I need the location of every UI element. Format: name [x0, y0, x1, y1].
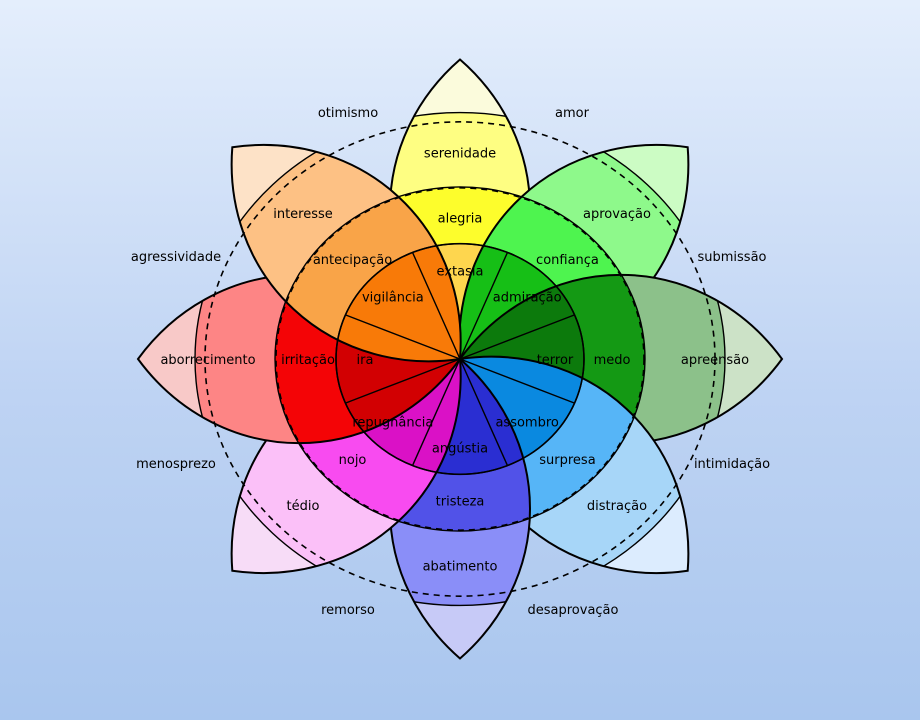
petal-fear-band-2: [460, 274, 646, 444]
dyad-label-2: intimidação: [694, 457, 770, 472]
core-circle: [335, 242, 585, 476]
dyad-label-7: otimismo: [318, 106, 378, 121]
petal-joy-band-2: [390, 186, 530, 359]
petal-joy-band-1: [390, 111, 530, 359]
petal-fear-band-1: [460, 274, 726, 444]
petal-sadness-band-1: [390, 359, 530, 607]
emotion-label-surprise-2: surpresa: [539, 453, 595, 468]
emotion-label-joy-3: extasia: [437, 265, 484, 280]
emotion-label-anticipation-3: vigilância: [362, 291, 424, 306]
emotion-label-fear-3: terror: [537, 353, 574, 368]
emotion-label-sadness-2: tristeza: [436, 494, 485, 509]
emotion-label-disgust-1: tédio: [287, 499, 320, 514]
emotion-label-anticipation-2: antecipação: [313, 253, 392, 268]
petal-anticipation-outline: [230, 144, 462, 363]
dyad-label-4: remorso: [321, 603, 375, 618]
labels-layer: serenidade alegria extasia aprovação confian…: [131, 106, 770, 618]
dyad-label-6: agressividade: [131, 250, 221, 265]
emotion-label-surprise-3: assombro: [495, 415, 558, 430]
core-divider: [345, 314, 461, 360]
emotion-label-disgust-2: nojo: [339, 453, 367, 468]
emotion-label-trust-3: admiração: [493, 291, 562, 306]
core-divider: [459, 358, 575, 404]
dyad-label-0: amor: [555, 106, 590, 121]
dyad-label-1: submissão: [697, 250, 766, 265]
emotion-label-trust-2: confiança: [536, 253, 599, 268]
emotion-label-anticipation-1: interesse: [273, 207, 333, 222]
emotion-label-fear-2: medo: [594, 353, 631, 368]
emotion-label-joy-1: serenidade: [424, 147, 496, 162]
petal-sadness-band-2: [390, 359, 530, 532]
petal-anger-band-2: [274, 274, 460, 444]
emotion-label-sadness-3: angústia: [432, 441, 488, 456]
emotion-label-anger-0: aborrecimento: [160, 353, 255, 368]
emotion-label-trust-1: aprovação: [583, 207, 651, 222]
dashed-circle-1: [275, 187, 645, 531]
emotion-label-disgust-3: repugnância: [352, 415, 433, 430]
core-divider: [411, 252, 461, 360]
dyad-label-3: desaprovação: [528, 603, 619, 618]
circles-layer: [204, 121, 716, 597]
emotion-label-surprise-1: distração: [587, 499, 647, 514]
emotion-label-joy-2: alegria: [438, 212, 483, 227]
emotion-label-sadness-1: abatimento: [423, 559, 498, 574]
core-divider: [459, 358, 509, 466]
core-divider: [459, 314, 575, 360]
core-divider: [345, 358, 461, 404]
dyad-label-5: menosprezo: [136, 457, 216, 472]
petal-anger-band-1: [194, 274, 460, 444]
emotion-label-fear-1: apreensão: [681, 353, 749, 368]
core-divider: [459, 252, 509, 360]
emotion-label-anger-3: ira: [357, 353, 374, 368]
dashed-circle-0: [204, 121, 716, 597]
emotion-label-anger-2: irritação: [281, 353, 335, 368]
core-divider: [411, 358, 461, 466]
